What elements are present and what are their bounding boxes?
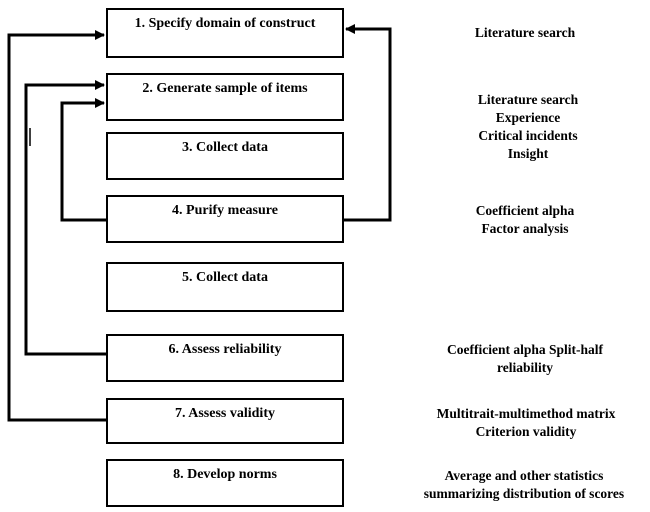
step-2-label: 2. Generate sample of items bbox=[142, 81, 308, 96]
note-step-8: Average and other statistics summarizing… bbox=[404, 467, 644, 503]
feedback-arrow-6-to-2 bbox=[24, 80, 106, 356]
note-line: Literature search bbox=[477, 92, 579, 107]
step-8-box: 8. Develop norms bbox=[106, 459, 344, 507]
note-line: Coefficient alpha Split-half bbox=[446, 342, 603, 357]
step-8-label: 8. Develop norms bbox=[173, 467, 277, 482]
note-step-6: Coefficient alpha Split-half reliability bbox=[420, 341, 630, 377]
step-3-box: 3. Collect data bbox=[106, 132, 344, 180]
note-line: Literature search bbox=[474, 25, 576, 40]
step-5-label: 5. Collect data bbox=[182, 270, 268, 285]
step-3-label: 3. Collect data bbox=[182, 140, 268, 155]
step-6-box: 6. Assess reliability bbox=[106, 334, 344, 382]
note-line: Average and other statistics bbox=[444, 468, 604, 483]
step-4-label: 4. Purify measure bbox=[172, 203, 278, 218]
note-line: Insight bbox=[507, 146, 549, 161]
feedback-arrow-4-to-2 bbox=[60, 98, 106, 222]
note-step-4: Coefficient alpha Factor analysis bbox=[430, 202, 620, 238]
note-line: Coefficient alpha bbox=[475, 203, 575, 218]
note-line: Criterion validity bbox=[475, 424, 577, 439]
step-7-label: 7. Assess validity bbox=[175, 406, 275, 421]
feedback-arrow-7-to-1 bbox=[7, 30, 106, 422]
feedback-arrow-4-to-1 bbox=[344, 24, 392, 222]
note-line: reliability bbox=[497, 360, 553, 375]
note-line: summarizing distribution of scores bbox=[423, 486, 625, 501]
note-line: Multitrait-multimethod matrix bbox=[436, 406, 616, 421]
note-step-7: Multitrait-multimethod matrix Criterion … bbox=[416, 405, 636, 441]
step-2-box: 2. Generate sample of items bbox=[106, 73, 344, 121]
step-6-label: 6. Assess reliability bbox=[168, 342, 282, 357]
note-line: Factor analysis bbox=[481, 221, 569, 236]
note-step-2: Literature search Experience Critical in… bbox=[430, 91, 626, 163]
step-1-label: 1. Specify domain of construct bbox=[134, 16, 316, 31]
note-step-1: Literature search bbox=[430, 24, 620, 42]
note-line: Experience bbox=[495, 110, 561, 125]
step-7-box: 7. Assess validity bbox=[106, 398, 344, 444]
step-4-box: 4. Purify measure bbox=[106, 195, 344, 243]
note-line: Critical incidents bbox=[478, 128, 578, 143]
step-1-box: 1. Specify domain of construct bbox=[106, 8, 344, 58]
step-5-box: 5. Collect data bbox=[106, 262, 344, 312]
